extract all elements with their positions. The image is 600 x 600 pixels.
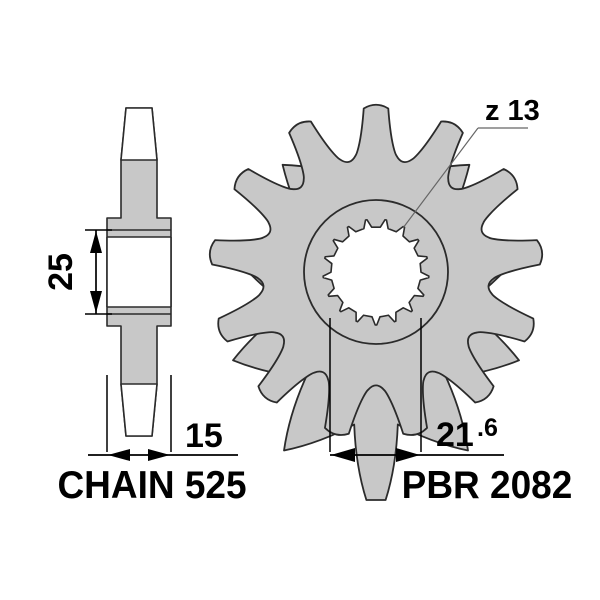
dimension-width-21-6: 21 .6 <box>329 318 504 462</box>
dim216-arrow-left <box>331 448 355 462</box>
side-profile-view <box>106 107 172 437</box>
dimension-width-15: 15 <box>88 375 238 461</box>
callout-teeth-count: z 13 <box>402 95 540 229</box>
dim25-arrow-bottom <box>90 291 102 313</box>
dim15-arrow-left <box>108 449 130 461</box>
front-face-view <box>208 103 544 501</box>
side-tooth-tip-top <box>120 107 158 161</box>
dim216-arrow-right <box>396 448 420 462</box>
dim15-arrow-right <box>148 449 170 461</box>
dim25-arrow-top <box>90 231 102 253</box>
dimension-label-15: 15 <box>185 417 223 455</box>
side-hub-band <box>107 237 171 307</box>
teeth-count-label: z 13 <box>485 95 540 127</box>
dimension-label-21-decimal: .6 <box>477 414 498 442</box>
splined-bore <box>322 218 430 326</box>
chain-spec-label: CHAIN 525 <box>57 463 246 507</box>
part-number-label: PBR 2082 <box>402 463 573 507</box>
dimension-label-25: 25 <box>42 253 80 291</box>
dimension-label-21: 21 <box>436 416 474 454</box>
side-tooth-tip-bottom <box>120 383 158 437</box>
hub-boss-circle <box>303 199 449 345</box>
dimension-thickness-25: 25 <box>42 229 112 315</box>
z13-leader-line <box>402 127 479 229</box>
